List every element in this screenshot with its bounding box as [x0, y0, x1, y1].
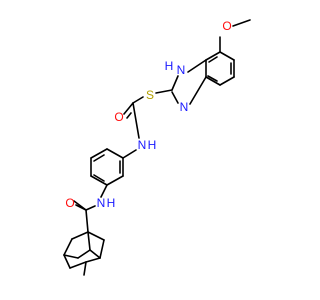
bond-line	[63, 254, 71, 269]
bond-line	[93, 174, 105, 182]
bond-line	[207, 75, 218, 82]
bond-line	[132, 96, 144, 104]
bond-line	[219, 51, 235, 61]
bond-line	[63, 254, 79, 259]
bond-line	[83, 261, 87, 276]
carboxamide-nh-hydrogen-label: H	[107, 196, 116, 210]
bond-line	[73, 200, 87, 211]
carboxamide-nitrogen-label: N	[97, 196, 106, 210]
bond-line	[189, 76, 207, 105]
bond-line	[106, 175, 124, 186]
bond-line	[63, 238, 73, 256]
bond-line	[85, 205, 96, 211]
bond-line	[89, 249, 101, 259]
bond-line	[208, 56, 218, 63]
bond-line	[99, 239, 105, 259]
bond-line	[100, 184, 108, 198]
bond-line	[93, 154, 105, 162]
bond-line	[123, 102, 134, 115]
bond-line	[77, 249, 91, 259]
bond-line	[205, 51, 221, 61]
bond-line	[90, 148, 108, 159]
bond-line	[171, 91, 179, 104]
bond-line	[106, 148, 124, 159]
bond-line	[171, 75, 179, 91]
atom-labels: O N H N S O N H O N H	[65, 19, 231, 210]
bond-line	[71, 231, 89, 240]
bond-line	[87, 231, 105, 241]
bond-line	[85, 257, 101, 263]
bond-line	[126, 112, 132, 119]
imidazole-nh-hydrogen-label: H	[165, 59, 174, 73]
bonds	[63, 19, 251, 276]
methoxy-oxygen-label: O	[222, 19, 231, 33]
carboxamide-oxygen-label: O	[65, 196, 74, 210]
bond-line	[219, 76, 235, 86]
bond-line	[155, 89, 173, 94]
bond-line	[90, 175, 108, 186]
bond-line	[87, 231, 91, 251]
bond-line	[122, 149, 137, 159]
imidazole-n-label: N	[180, 100, 189, 114]
acetamide-nitrogen-label: N	[138, 138, 147, 152]
bond-line	[232, 19, 251, 27]
imidazole-nh-label: N	[177, 63, 186, 77]
molecule-structure: O N H N S O N H O N H	[63, 19, 251, 276]
acetamide-nh-hydrogen-label: H	[148, 138, 157, 152]
bond-line	[85, 209, 89, 233]
bond-line	[132, 102, 140, 139]
acetamide-oxygen-label: O	[114, 110, 123, 124]
bond-line	[187, 59, 207, 73]
bond-line	[205, 76, 221, 86]
thioether-sulfur-label: S	[146, 88, 154, 102]
bond-line	[69, 261, 87, 269]
